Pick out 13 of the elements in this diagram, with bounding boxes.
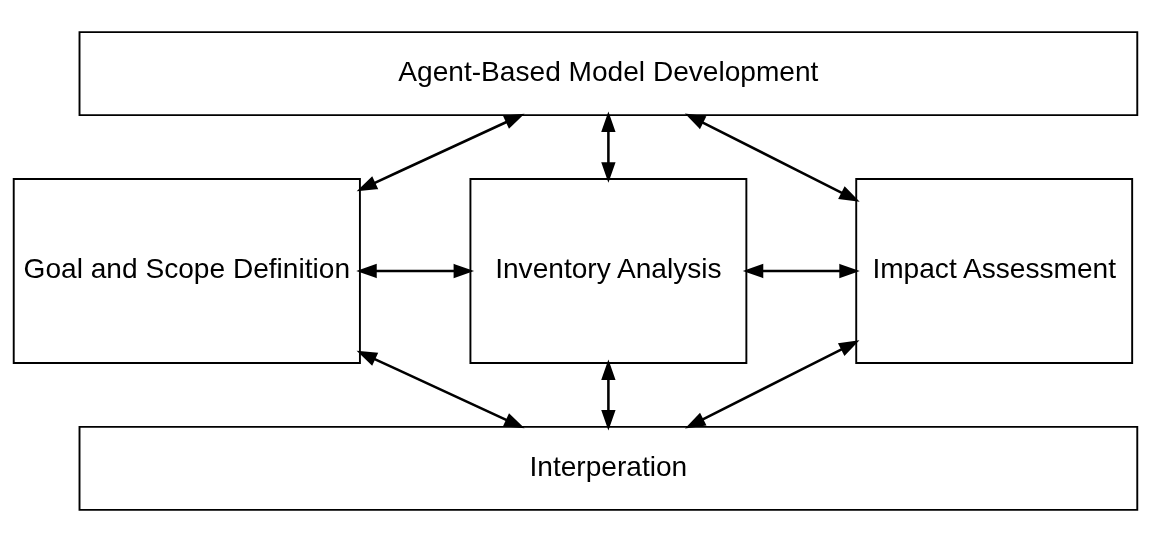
arrow	[356, 350, 525, 429]
arrow	[356, 113, 525, 192]
node-box: Agent-Based Model Development	[78, 31, 1139, 117]
arrow	[742, 263, 860, 279]
arrow	[601, 359, 616, 431]
arrow	[685, 340, 860, 429]
arrow	[684, 113, 860, 202]
arrow	[356, 263, 475, 279]
arrow	[601, 111, 616, 183]
node-box: Goal and Scope Definition	[12, 178, 361, 364]
node-box: Interperation	[78, 425, 1139, 511]
node-box: Impact Assessment	[855, 178, 1134, 364]
node-box: Inventory Analysis	[469, 178, 748, 364]
